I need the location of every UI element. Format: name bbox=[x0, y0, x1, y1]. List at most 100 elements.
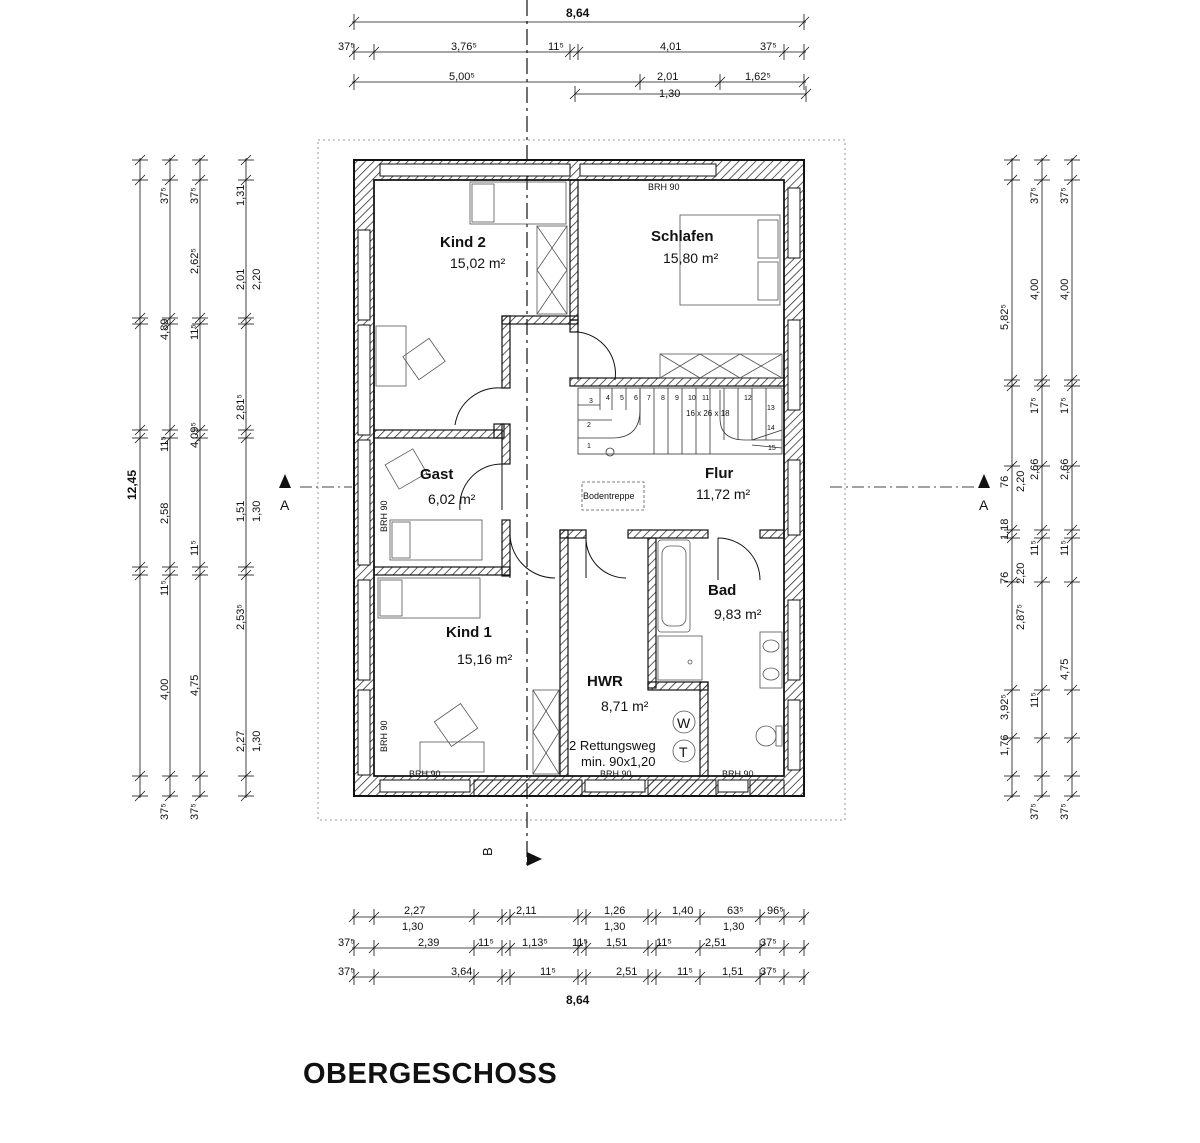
svg-text:6: 6 bbox=[634, 395, 638, 402]
svg-text:2,81⁵: 2,81⁵ bbox=[235, 394, 247, 420]
bottom-overall-dim: 8,64 bbox=[566, 993, 590, 1007]
svg-text:2,66: 2,66 bbox=[1029, 459, 1041, 480]
room-labels: Kind 2 15,02 m² Schlafen 15,80 m² Gast 6… bbox=[420, 228, 762, 769]
svg-text:11⁵: 11⁵ bbox=[548, 41, 564, 53]
svg-text:1,31: 1,31 bbox=[235, 185, 247, 206]
section-line-a: A A bbox=[279, 474, 990, 513]
svg-text:37⁵: 37⁵ bbox=[760, 41, 777, 53]
svg-text:37⁵: 37⁵ bbox=[338, 937, 355, 949]
svg-text:1,13⁵: 1,13⁵ bbox=[522, 937, 548, 949]
svg-text:3: 3 bbox=[589, 398, 593, 405]
svg-text:37⁵: 37⁵ bbox=[189, 187, 201, 204]
svg-text:2,39: 2,39 bbox=[418, 937, 439, 949]
svg-text:17⁵: 17⁵ bbox=[1029, 397, 1041, 414]
svg-text:3,76⁵: 3,76⁵ bbox=[451, 41, 477, 53]
rettungsweg-line2: min. 90x1,20 bbox=[581, 754, 655, 769]
svg-text:76: 76 bbox=[999, 572, 1011, 584]
room-gast-name: Gast bbox=[420, 466, 453, 483]
stair-spec: 16 x 26 x 18 bbox=[686, 409, 730, 418]
right-dim-col1: 5,82⁵ 76 1,18 76 3,92⁵ 1,76 2,20 2,20 2,… bbox=[999, 304, 1027, 756]
svg-text:1,26: 1,26 bbox=[604, 905, 625, 917]
svg-text:9: 9 bbox=[675, 395, 679, 402]
svg-text:37⁵: 37⁵ bbox=[338, 966, 355, 978]
svg-text:2,62⁵: 2,62⁵ bbox=[189, 248, 201, 274]
left-dim-col1: 37⁵ 4,89 11⁵ 2,58 11⁵ 4,00 37⁵ bbox=[159, 187, 171, 820]
washer-symbol: W bbox=[677, 715, 691, 731]
svg-text:2,51: 2,51 bbox=[616, 966, 637, 978]
svg-text:11⁵: 11⁵ bbox=[189, 540, 201, 556]
svg-text:14: 14 bbox=[767, 425, 775, 432]
window-sills-hatched bbox=[473, 779, 785, 797]
top-dim-row2: 5,00⁵ 2,01 1,62⁵ 1,30 bbox=[449, 71, 771, 100]
right-dimensions bbox=[1004, 154, 1080, 802]
room-kind2-area: 15,02 m² bbox=[450, 255, 506, 271]
svg-text:2,58: 2,58 bbox=[159, 503, 171, 524]
svg-text:2,87⁵: 2,87⁵ bbox=[1015, 604, 1027, 630]
svg-text:1: 1 bbox=[587, 443, 591, 450]
right-dim-col3: 37⁵ 4,00 17⁵ 2,66 11⁵ 4,75 37⁵ bbox=[1059, 187, 1071, 820]
svg-text:1,51: 1,51 bbox=[235, 501, 247, 522]
svg-text:1,30: 1,30 bbox=[251, 501, 263, 522]
svg-text:5,00⁵: 5,00⁵ bbox=[449, 71, 475, 83]
svg-text:1,30: 1,30 bbox=[251, 731, 263, 752]
svg-text:1,30: 1,30 bbox=[659, 88, 680, 100]
svg-text:11⁵: 11⁵ bbox=[189, 324, 201, 340]
svg-text:4,00: 4,00 bbox=[159, 679, 171, 700]
svg-text:2,51: 2,51 bbox=[705, 937, 726, 949]
svg-text:2,53⁵: 2,53⁵ bbox=[235, 604, 247, 630]
top-dim-row1: 37⁵ 3,76⁵ 11⁵ 4,01 37⁵ bbox=[338, 41, 777, 53]
svg-text:37⁵: 37⁵ bbox=[159, 187, 171, 204]
svg-text:2,20: 2,20 bbox=[1015, 471, 1027, 492]
svg-text:BRH 90: BRH 90 bbox=[379, 720, 389, 752]
svg-text:BRH 90: BRH 90 bbox=[648, 182, 680, 192]
room-hwr-name: HWR bbox=[587, 673, 623, 690]
svg-text:4: 4 bbox=[606, 395, 610, 402]
svg-text:4,01: 4,01 bbox=[660, 41, 681, 53]
svg-text:7: 7 bbox=[647, 395, 651, 402]
svg-text:2,66: 2,66 bbox=[1059, 459, 1071, 480]
svg-text:2,20: 2,20 bbox=[1015, 563, 1027, 584]
svg-text:1,30: 1,30 bbox=[402, 921, 423, 933]
section-b-label: B bbox=[480, 847, 495, 856]
furniture bbox=[375, 181, 783, 775]
left-dim-col3: 1,31 2,01 2,81⁵ 1,51 2,53⁵ 2,27 bbox=[235, 185, 247, 752]
right-dim-col2: 37⁵ 4,00 17⁵ 2,66 11⁵ 11⁵ 37⁵ bbox=[1029, 187, 1041, 820]
svg-text:4,89: 4,89 bbox=[159, 319, 171, 340]
room-schlafen-area: 15,80 m² bbox=[663, 250, 719, 266]
top-dimensions bbox=[348, 14, 812, 102]
svg-text:76: 76 bbox=[999, 476, 1011, 488]
svg-text:11⁵: 11⁵ bbox=[478, 937, 494, 949]
bottom-dim-row1: 2,27 2,11 1,26 1,40 63⁵ 96⁵ 1,30 1,30 1,… bbox=[402, 905, 784, 933]
svg-text:11⁵: 11⁵ bbox=[572, 937, 588, 949]
svg-text:17⁵: 17⁵ bbox=[1059, 397, 1071, 414]
svg-text:BRH 90: BRH 90 bbox=[722, 769, 754, 779]
svg-text:37⁵: 37⁵ bbox=[760, 937, 777, 949]
svg-text:37⁵: 37⁵ bbox=[1059, 803, 1071, 820]
stair-treads bbox=[578, 388, 783, 454]
svg-text:11⁵: 11⁵ bbox=[159, 580, 171, 596]
stair-step-numbers: 1 2 3 4 5 6 7 8 9 10 11 12 13 14 15 bbox=[587, 395, 776, 452]
rettungsweg-line1: 2 Rettungsweg bbox=[569, 738, 656, 753]
doors bbox=[454, 331, 761, 581]
svg-text:37⁵: 37⁵ bbox=[1059, 187, 1071, 204]
room-flur-area: 11,72 m² bbox=[696, 486, 751, 502]
svg-text:10: 10 bbox=[688, 395, 696, 402]
top-overall-dim: 8,64 bbox=[566, 6, 590, 20]
room-flur-name: Flur bbox=[705, 465, 733, 482]
svg-text:2,01: 2,01 bbox=[235, 269, 247, 290]
svg-text:4,09⁵: 4,09⁵ bbox=[189, 422, 201, 448]
room-schlafen-name: Schlafen bbox=[651, 228, 714, 245]
svg-text:2,11: 2,11 bbox=[516, 905, 537, 917]
svg-text:37⁵: 37⁵ bbox=[1029, 187, 1041, 204]
svg-text:1,51: 1,51 bbox=[722, 966, 743, 978]
svg-text:1,40: 1,40 bbox=[672, 905, 693, 917]
section-a-left: A bbox=[280, 497, 290, 513]
svg-text:BRH 90: BRH 90 bbox=[600, 769, 632, 779]
svg-text:4,00: 4,00 bbox=[1029, 279, 1041, 300]
room-bad-name: Bad bbox=[708, 582, 736, 599]
bottom-dim-row3: 37⁵ 3,64 11⁵ 2,51 11⁵ 1,51 37⁵ bbox=[338, 966, 777, 978]
svg-text:63⁵: 63⁵ bbox=[727, 905, 744, 917]
svg-text:11⁵: 11⁵ bbox=[1029, 692, 1041, 708]
dryer-symbol: T bbox=[679, 744, 688, 760]
